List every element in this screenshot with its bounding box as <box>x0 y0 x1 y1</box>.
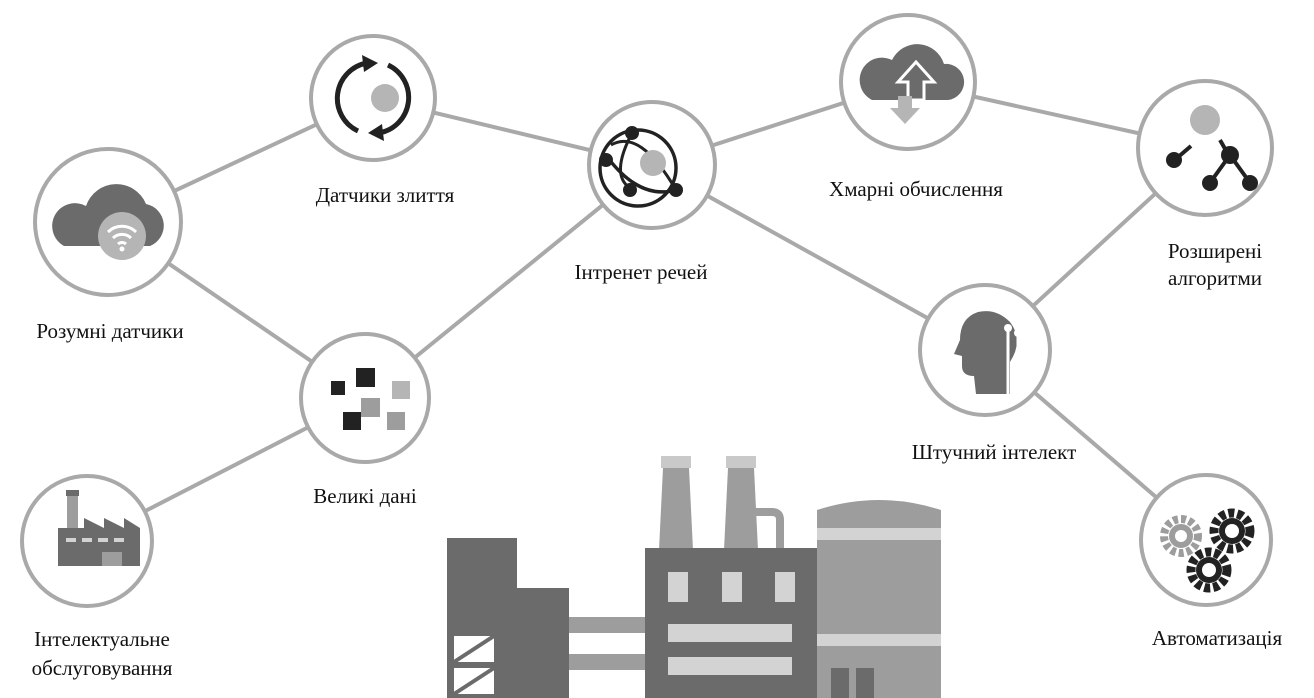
ai-head-icon <box>954 311 1022 394</box>
label-big-data: Великі дані <box>313 484 417 508</box>
label-smart-sensors: Розумні датчики <box>36 319 183 343</box>
data-blocks-icon <box>331 368 410 430</box>
label-artificial-intelligence: Штучний інтелект <box>912 440 1077 464</box>
node-iot <box>587 100 717 230</box>
label-automation: Автоматизація <box>1152 626 1283 650</box>
label-maintenance-line1: Інтелектуальне <box>34 627 170 651</box>
gears-icon <box>1160 508 1255 593</box>
label-cloud-computing: Хмарні обчислення <box>829 177 1003 201</box>
label-iot: Інтренет речей <box>575 260 708 284</box>
node-intelligent-maintenance <box>20 474 154 608</box>
node-big-data <box>299 332 431 464</box>
tree-graph-icon <box>1166 105 1258 191</box>
label-maintenance-line2: обслуговування <box>32 656 173 680</box>
gear-light-icon <box>1160 515 1202 557</box>
gear-dark-top-icon <box>1209 508 1255 554</box>
gear-dark-bottom-icon <box>1186 547 1232 593</box>
node-cloud-computing <box>839 13 977 151</box>
node-smart-sensors <box>33 147 183 297</box>
network-globe-icon <box>598 126 683 208</box>
label-algorithms-line2: алгоритми <box>1168 266 1262 290</box>
factory-crossed-windows <box>452 634 496 696</box>
node-sensor-fusion <box>309 34 437 162</box>
sync-icon <box>334 55 412 141</box>
node-automation <box>1139 473 1273 607</box>
node-advanced-algorithms <box>1136 79 1274 217</box>
label-sensor-fusion: Датчики злиття <box>316 183 455 207</box>
label-algorithms-line1: Розширені <box>1168 239 1262 263</box>
factory-illustration <box>447 456 941 698</box>
factory-icon <box>58 490 140 566</box>
cloud-wifi-icon <box>52 184 164 260</box>
node-artificial-intelligence <box>918 283 1052 417</box>
cloud-sync-icon <box>859 44 965 124</box>
